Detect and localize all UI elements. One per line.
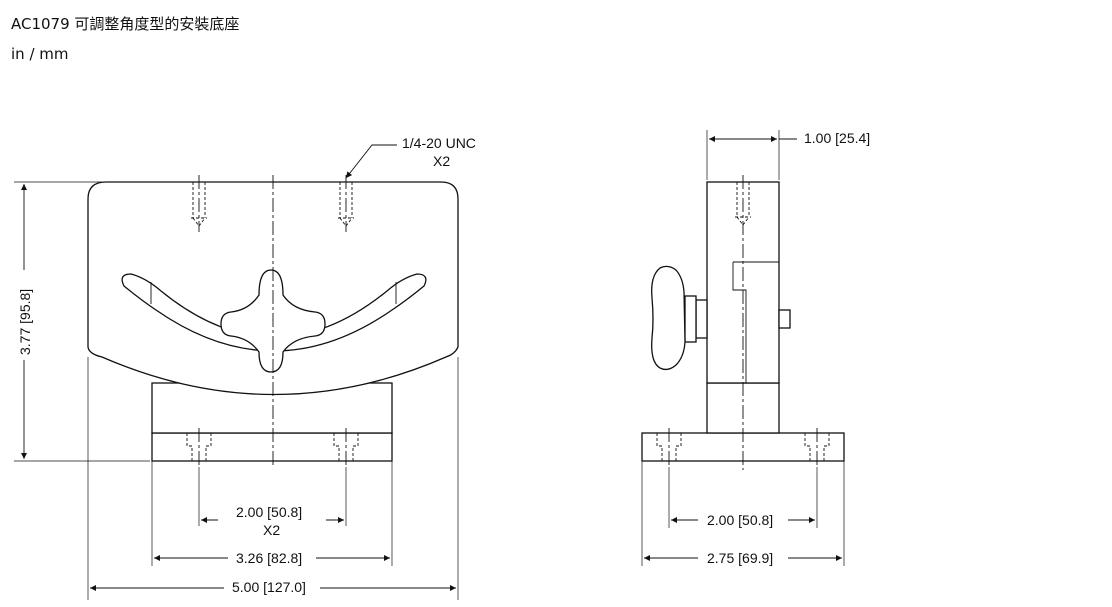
front-view: 1/4-20 UNC X2 3.77 [95.8] 2.00 [50.8] X2…: [14, 135, 476, 600]
front-base-holes: [186, 428, 359, 467]
side-spacing-label: 2.00 [50.8]: [707, 512, 773, 528]
side-split-line: [732, 261, 779, 383]
height-dim-label: 3.77 [95.8]: [17, 289, 33, 355]
units-label: in / mm: [11, 45, 69, 63]
side-base-holes: [656, 428, 830, 467]
front-top-holes: [191, 175, 354, 232]
spacing-dim-count: X2: [263, 522, 280, 538]
front-base-block: [151, 432, 393, 462]
side-knob: [651, 265, 686, 371]
side-upper-block: [706, 181, 780, 384]
side-back-pin: [778, 309, 791, 329]
thread-callout-leader: [345, 144, 397, 179]
knob-shaft: [684, 295, 697, 343]
drawing-title: AC1079 可調整角度型的安裝底座: [11, 15, 240, 33]
spacing-dim-label: 2.00 [50.8]: [236, 504, 302, 520]
top-width-label: 1.00 [25.4]: [804, 130, 870, 146]
overall-width-label: 5.00 [127.0]: [232, 579, 306, 595]
base-length-label: 2.75 [69.9]: [707, 550, 773, 566]
thread-callout-label: 1/4-20 UNC: [402, 135, 476, 151]
side-view: 1.00 [25.4] 2.00 [50.8] 2.75 [69.9]: [641, 130, 870, 566]
knob-collar: [695, 299, 708, 339]
base-width-label: 3.26 [82.8]: [236, 550, 302, 566]
thread-callout-count: X2: [433, 153, 450, 169]
